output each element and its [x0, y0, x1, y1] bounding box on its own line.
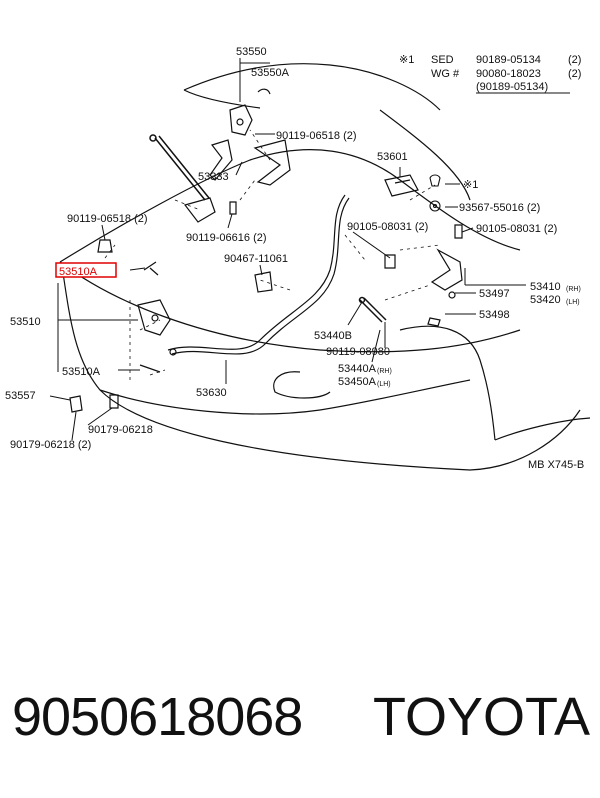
- clip-90467: [254, 271, 273, 293]
- label-90105-08031-a: 90105-08031 (2): [347, 221, 428, 233]
- label-53550: 53550: [236, 46, 267, 58]
- label-53510: 53510: [10, 316, 41, 328]
- footer-part-number: 9050618068: [12, 687, 303, 747]
- label-53440A: 53440A: [338, 363, 377, 375]
- release-cable-53630: [167, 194, 350, 356]
- cushion-parts: [429, 174, 441, 212]
- label-53420-lh: (LH): [566, 299, 580, 306]
- spec-row-1-qty: (2): [568, 54, 581, 66]
- exploded-parts-diagram: 53550 53550A 90119-06518 (2) 53601 53333…: [5, 46, 591, 471]
- spec-mark: ※1: [399, 54, 414, 66]
- spec-row-2-part: 90080-18023: [476, 68, 541, 80]
- label-53510A-highlighted: 53510A: [59, 266, 98, 278]
- spec-row-1-label: SED: [431, 54, 454, 66]
- label-90179-06218-a: 90179-06218: [88, 424, 153, 436]
- spec-row-2-qty: (2): [568, 68, 581, 80]
- spec-row-3-part: (90189-05134): [476, 81, 548, 93]
- label-53450A-lh: (LH): [377, 381, 391, 388]
- label-53440A-rh: (RH): [377, 368, 392, 375]
- label-90467-11061: 90467-11061: [224, 253, 288, 265]
- label-90119-08980: 90119-08980: [326, 346, 390, 358]
- hood-bumper-53601: [384, 174, 419, 197]
- label-53630: 53630: [196, 387, 227, 399]
- bolt-shapes: [69, 201, 463, 413]
- label-90179-06218-b: 90179-06218 (2): [10, 439, 91, 451]
- label-53440B: 53440B: [314, 330, 352, 342]
- label-53550A: 53550A: [251, 67, 290, 79]
- spec-table: ※1 SED 90189-05134 (2) WG # 90080-18023 …: [399, 54, 581, 94]
- label-star-mark: ※1: [463, 179, 478, 191]
- label-53497: 53497: [479, 288, 510, 300]
- figure-code: MB X745-B: [528, 459, 584, 471]
- label-90105-08031-b: 90105-08031 (2): [476, 223, 557, 235]
- hood-hinge-53333: [183, 139, 233, 223]
- label-53450A: 53450A: [338, 376, 377, 388]
- spec-row-2-label: WG #: [431, 68, 460, 80]
- hood-support-rod: [149, 134, 210, 201]
- hood-hinge-53550: [229, 88, 271, 136]
- label-93567-55016: 93567-55016 (2): [459, 202, 540, 214]
- hood-lock-53510: [137, 261, 171, 336]
- label-53410-rh: (RH): [566, 286, 581, 293]
- lock-support-53440: [358, 296, 387, 323]
- hood-hinge-53410: [427, 248, 463, 327]
- label-53333: 53333: [198, 171, 229, 183]
- label-90119-06518-left: 90119-06518 (2): [67, 213, 148, 225]
- hood-hinge-right: [253, 139, 291, 186]
- spec-row-1-part: 90189-05134: [476, 54, 541, 66]
- label-53420: 53420: [530, 294, 561, 306]
- footer-caption: 9050618068 TOYOTA: [0, 690, 600, 790]
- highlight-box-53510A: [55, 262, 117, 278]
- label-53498: 53498: [479, 309, 510, 321]
- label-53557: 53557: [5, 390, 36, 402]
- label-53601: 53601: [377, 151, 408, 163]
- label-90119-06518-top: 90119-06518 (2): [276, 130, 357, 142]
- hood-outline: [59, 63, 591, 471]
- label-90119-06616: 90119-06616 (2): [186, 232, 267, 244]
- callout-labels: 53550 53550A 90119-06518 (2) 53601 53333…: [5, 46, 581, 451]
- label-53510A-bottom: 53510A: [62, 366, 101, 378]
- footer-brand: TOYOTA: [373, 687, 591, 747]
- leader-lines: [49, 58, 526, 441]
- label-53410: 53410: [530, 281, 561, 293]
